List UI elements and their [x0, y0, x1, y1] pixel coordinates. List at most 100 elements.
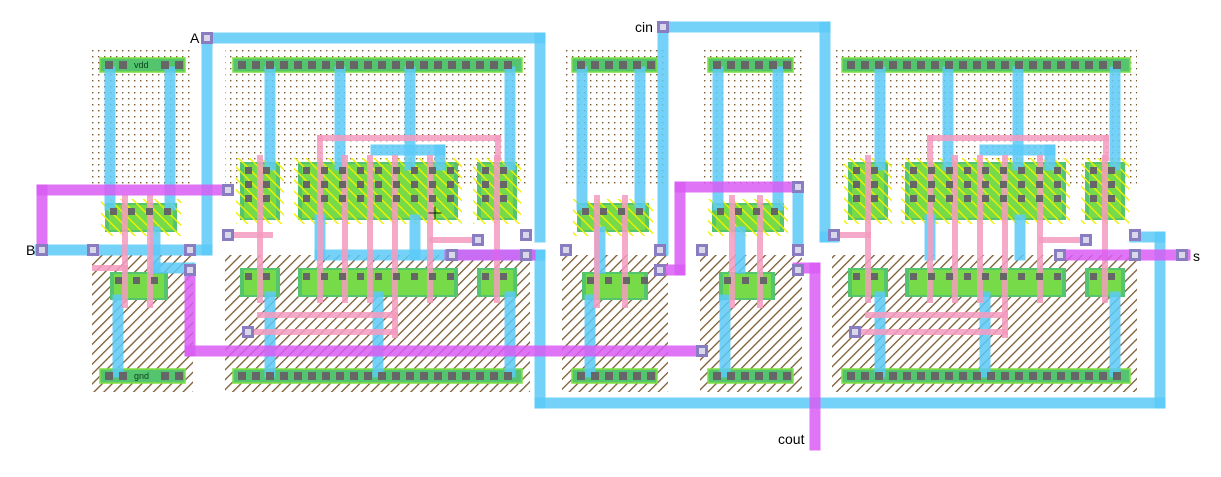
- diffusion-contact: [853, 195, 860, 202]
- rail-contact: [917, 372, 925, 380]
- rail-contact: [741, 61, 749, 69]
- metal2-wire: [184, 345, 706, 357]
- rail-contact: [605, 372, 613, 380]
- diffusion-contact: [982, 167, 989, 174]
- diffusion-contact: [500, 181, 507, 188]
- rail-contact: [619, 372, 627, 380]
- rail-contact: [1085, 61, 1093, 69]
- rail-contact: [266, 372, 274, 380]
- diffusion-contact: [303, 273, 310, 280]
- diffusion-contact: [623, 277, 630, 284]
- diffusion-contact: [753, 208, 760, 215]
- metal1-wire: [112, 294, 124, 378]
- rail-contact: [105, 372, 113, 380]
- metal1-wire: [1014, 214, 1026, 261]
- rail-contact: [462, 372, 470, 380]
- rail-contact: [252, 372, 260, 380]
- diffusion-contact: [375, 181, 382, 188]
- diffusion-contact: [1000, 181, 1007, 188]
- crosshair-cursor: [434, 206, 436, 220]
- rail-contact: [861, 372, 869, 380]
- diffusion-contact: [871, 273, 878, 280]
- diffusion-contact: [1036, 195, 1043, 202]
- diffusion-contact: [982, 181, 989, 188]
- diffusion-contact: [151, 277, 158, 284]
- diffusion-contact: [964, 181, 971, 188]
- rail-contact: [1015, 372, 1023, 380]
- via-core: [90, 247, 96, 253]
- rail-contact: [647, 372, 655, 380]
- diffusion-contact: [1090, 273, 1097, 280]
- pin-label-s: s: [1193, 248, 1200, 264]
- rail-contact: [713, 372, 721, 380]
- diffusion-contact: [982, 273, 989, 280]
- metal2-wire: [1054, 249, 1191, 261]
- diffusion-contact: [482, 181, 489, 188]
- via-core: [563, 247, 569, 253]
- via-core: [1083, 237, 1089, 243]
- rail-contact: [392, 61, 400, 69]
- poly-gate: [757, 195, 763, 308]
- diffusion-contact: [910, 195, 917, 202]
- via-core: [657, 247, 663, 253]
- poly-gate: [429, 237, 481, 243]
- metal1-wire: [370, 144, 446, 156]
- metal1-wire: [1154, 231, 1166, 409]
- diffusion-contact: [245, 167, 252, 174]
- rail-contact: [1043, 372, 1051, 380]
- diffusion-contact: [500, 167, 507, 174]
- rail-contact: [959, 372, 967, 380]
- diffusion-contact: [964, 195, 971, 202]
- diffusion-contact: [429, 195, 436, 202]
- metal1-wire: [409, 214, 421, 261]
- diffusion-contact: [1018, 273, 1025, 280]
- via-core: [187, 247, 193, 253]
- rail-contact: [847, 372, 855, 380]
- rail-contact: [1071, 372, 1079, 380]
- diffusion-contact: [735, 208, 742, 215]
- rail-contact: [364, 61, 372, 69]
- rail-contact: [322, 372, 330, 380]
- rail-contact: [577, 61, 585, 69]
- rail-contact: [1029, 372, 1037, 380]
- diffusion-contact: [245, 181, 252, 188]
- poly-gate: [1102, 155, 1108, 303]
- diffusion-contact: [115, 277, 122, 284]
- metal1-wire: [1012, 66, 1024, 171]
- diffusion-contact: [411, 195, 418, 202]
- diffusion-contact: [429, 167, 436, 174]
- diffusion-contact: [375, 195, 382, 202]
- diffusion-contact: [946, 167, 953, 174]
- rail-contact: [847, 61, 855, 69]
- diffusion-contact: [263, 181, 270, 188]
- diffusion-contact: [760, 277, 767, 284]
- diffusion-contact: [393, 273, 400, 280]
- diffusion-contact: [303, 167, 310, 174]
- rail-contact: [476, 61, 484, 69]
- poly-gate: [147, 195, 153, 308]
- diffusion-contact: [447, 181, 454, 188]
- rail-contact: [633, 372, 641, 380]
- rail-contact: [490, 61, 498, 69]
- rail-contact: [476, 372, 484, 380]
- metal1-wire: [734, 226, 746, 274]
- rail-contact: [1071, 61, 1079, 69]
- via-core: [1057, 252, 1063, 258]
- metal1-wire: [164, 66, 176, 211]
- rail-contact: [741, 372, 749, 380]
- diffusion-contact: [339, 181, 346, 188]
- rail-contact: [1057, 61, 1065, 69]
- metal1-wire: [534, 32, 546, 243]
- rail-contact: [448, 61, 456, 69]
- diffusion-contact: [339, 167, 346, 174]
- diffusion-contact: [587, 277, 594, 284]
- poly-layer: [92, 135, 1109, 338]
- rail-contact: [378, 61, 386, 69]
- pin-label-a: A: [190, 30, 200, 46]
- diffusion-contact: [964, 167, 971, 174]
- rail-contact: [973, 61, 981, 69]
- metal1-wire: [534, 249, 546, 409]
- rail-contact: [1085, 372, 1093, 380]
- diffusion-contact: [928, 181, 935, 188]
- rail-contact: [504, 61, 512, 69]
